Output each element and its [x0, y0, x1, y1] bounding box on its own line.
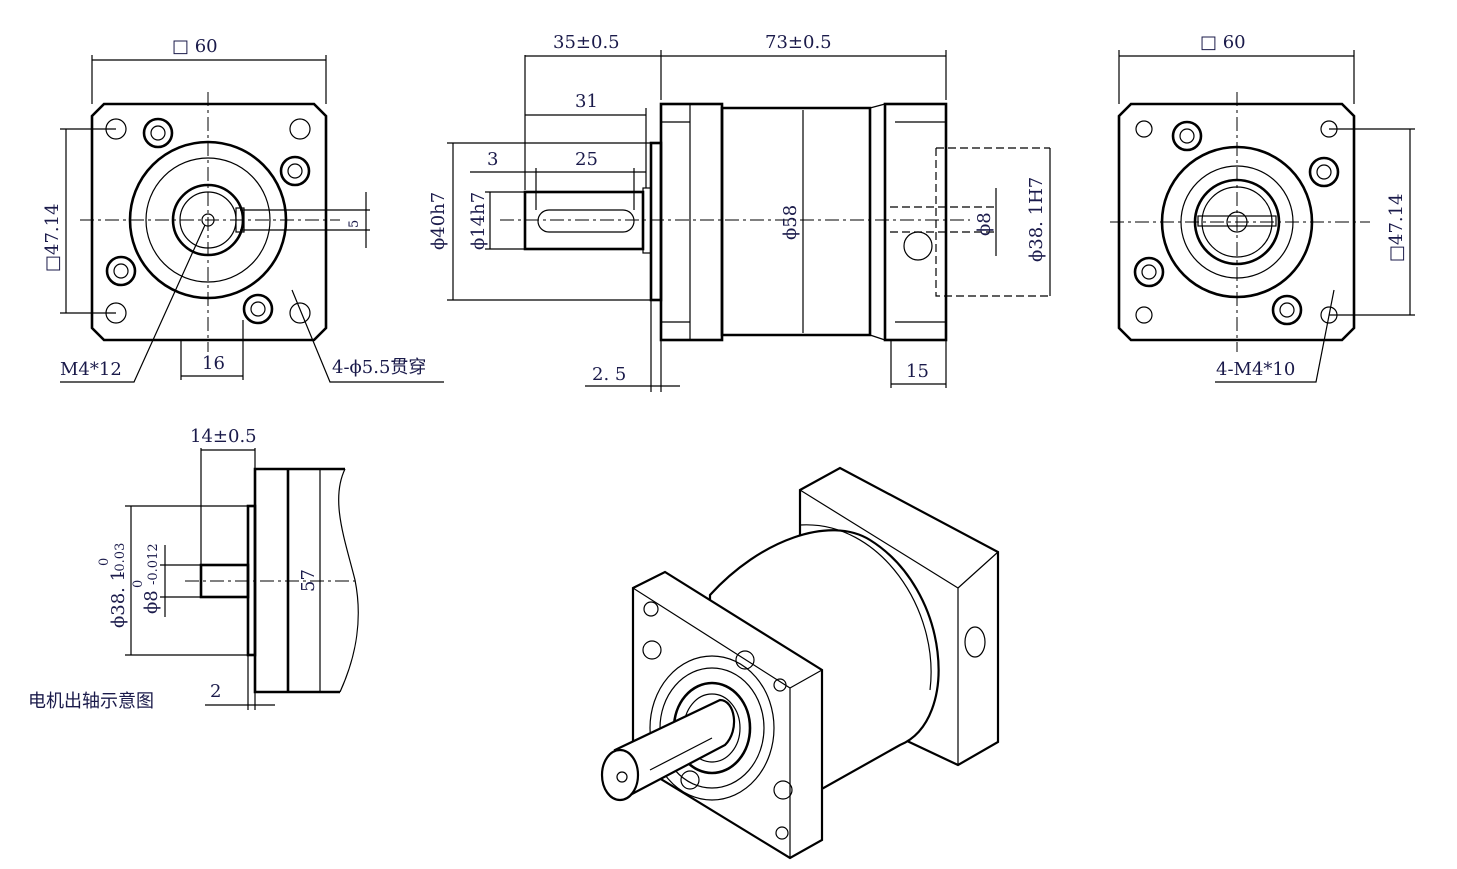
isometric-view [600, 466, 1000, 860]
motor-shaft-dia-label: ϕ8 [141, 590, 162, 614]
motor-shaft-tol-top: 0 [131, 580, 146, 588]
side-view: 35±0.5 73±0.5 31 3 25 ϕ40h7 ϕ14h7 ϕ58 ϕ8… [428, 32, 1051, 392]
holes-label: 4-ϕ5.5贯穿 [332, 357, 426, 378]
rear-width-label: □ 60 [1200, 32, 1246, 53]
motor-pilot-tol-bottom: -0.03 [113, 543, 128, 576]
screw-label: M4*12 [60, 359, 122, 380]
front-bolt-square-label: □47.14 [42, 203, 63, 272]
motor-pilot-tol-top: 0 [97, 558, 112, 566]
motor-shaft-len-label: 14±0.5 [190, 426, 257, 447]
motor-height-label: 57 [298, 569, 319, 592]
input-len-label: 35±0.5 [553, 32, 620, 53]
motor-pilot-thk-label: 2 [210, 681, 221, 702]
motor-shaft-tol-bottom: -0.012 [146, 543, 161, 585]
hex-screw-icon [1133, 120, 1340, 326]
motor-pilot-label: ϕ38. 1H7 [1026, 177, 1047, 262]
pilot-thk-label: 2. 5 [592, 364, 626, 385]
rear-bolt-square-label: □47.14 [1386, 193, 1407, 262]
rear-view: □ 60 □47.14 4-M4*10 [1110, 32, 1415, 383]
rear-holes-label: 4-M4*10 [1216, 359, 1295, 380]
hex-screw-icon [105, 117, 311, 325]
key-start-label: 3 [487, 149, 498, 170]
bore-dia-label: ϕ8 [974, 212, 995, 236]
motor-pilot-dia-label: ϕ38. 1 [108, 570, 129, 628]
rear-len-label: 15 [906, 361, 929, 382]
pilot-dia-label: ϕ40h7 [428, 192, 449, 250]
key-len-label: 25 [575, 149, 598, 170]
motor-shaft-view: 14±0.5 ϕ38. 1 0 -0.03 ϕ8 0 -0.012 57 2 电… [28, 426, 359, 712]
body-len-label: 73±0.5 [765, 32, 832, 53]
shaft-len-label: 31 [575, 91, 598, 112]
body-dia-label: ϕ58 [780, 205, 801, 240]
key-dim-label: 5 [347, 220, 362, 228]
shaft-dia-label: ϕ14h7 [468, 192, 489, 250]
front-width-label: □ 60 [172, 36, 218, 57]
front-view: □ 60 □47.14 5 M4*12 16 4-ϕ5.5贯穿 [42, 36, 444, 383]
motor-shaft-caption: 电机出轴示意图 [28, 691, 154, 712]
hole-offset-label: 16 [202, 353, 225, 374]
